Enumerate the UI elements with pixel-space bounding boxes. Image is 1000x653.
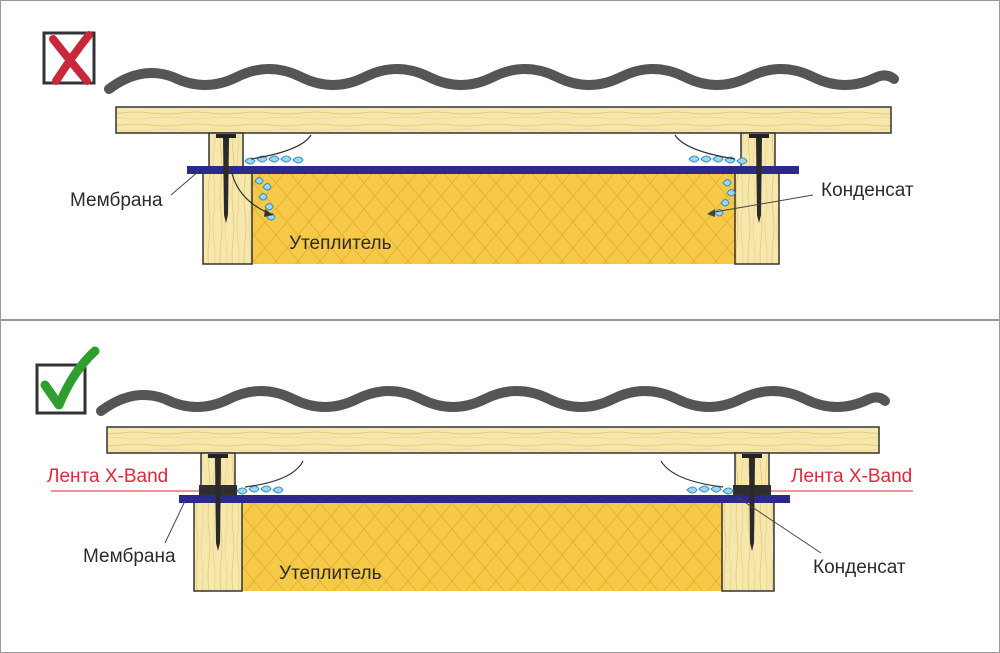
batten [106,426,880,454]
label-membrane: Мембрана [70,190,163,211]
condensate-drops-left [236,485,284,495]
insulation [242,501,722,591]
condensate-drops-left [244,155,304,221]
label-insulation: Утеплитель [279,563,382,584]
label-xband-left: Лента X-Band [47,466,169,487]
nail-right [742,454,762,551]
rafter-right [721,500,775,592]
status-checkmark-icon [35,346,100,415]
label-insulation: Утеплитель [289,233,392,254]
membrane [187,166,799,174]
nail-left [208,454,228,551]
label-membrane: Мембрана [83,546,176,567]
panel-wrong: Мембрана Конденсат Утеплитель [0,0,1000,320]
roof-diagram-correct [35,346,913,592]
panel-correct: Лента X-Band Лента X-Band Мембрана Конде… [0,320,1000,653]
batten [115,106,892,134]
roof-sheet [96,386,890,416]
label-condensate: Конденсат [813,557,906,578]
status-cross-icon [42,31,96,85]
nail-right [749,134,769,223]
membrane [179,495,790,503]
condensate-drops-right [686,485,734,495]
nail-left [216,134,236,223]
insulation [252,173,735,264]
roof-sheet [104,64,899,94]
rafter-left [202,172,253,265]
label-condensate: Конденсат [821,180,914,201]
label-xband-right: Лента X-Band [791,466,913,487]
condensate-drops-right [688,155,748,217]
roof-diagram-wrong [42,31,899,265]
